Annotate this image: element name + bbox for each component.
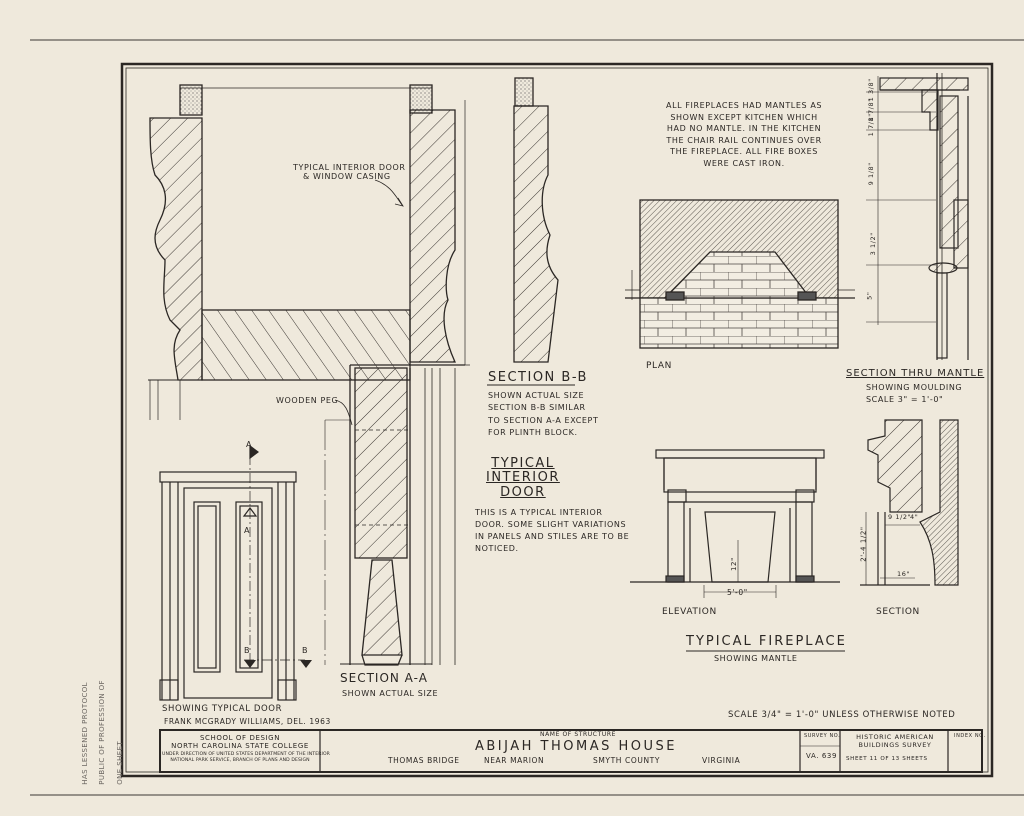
showing-moulding-label: SHOWING MOULDING	[866, 383, 963, 392]
fireplace-height-dim: 12"	[729, 557, 738, 571]
fireplace-note: ALL FIREPLACES HAD MANTLES AS SHOWN EXCE…	[666, 101, 823, 168]
typical-door-title: TYPICAL INTERIOR DOOR	[486, 456, 560, 500]
section-aa-title: SECTION A-A	[340, 671, 428, 685]
section-label: SECTION	[876, 607, 920, 617]
typical-door-elevation	[159, 444, 312, 701]
section-depth-dim: 9 1/2"	[888, 513, 912, 521]
fireplace-width-dim: 5'-0"	[727, 588, 748, 597]
sheet-border	[120, 62, 994, 778]
mantle-dim-base: 5"	[865, 291, 874, 300]
typical-door-note: THIS IS A TYPICAL INTERIOR DOOR. SOME SL…	[475, 508, 630, 553]
location-4: VIRGINIA	[702, 756, 741, 765]
typical-fireplace-title: TYPICAL FIREPLACE	[686, 634, 847, 649]
door-casing-section	[148, 84, 470, 420]
sheet-number: SHEET 11 OF 13 SHEETS	[846, 756, 928, 762]
scale-note: SCALE 3/4" = 1'-0" UNLESS OTHERWISE NOTE…	[728, 710, 956, 720]
sheet-outer-lines	[30, 39, 1024, 796]
survey-no-label: SURVEY NO.	[804, 733, 841, 739]
section-bb-title: SECTION B-B	[488, 370, 588, 385]
section-aa-profile	[324, 364, 465, 666]
location-1: THOMAS BRIDGE	[388, 756, 460, 765]
section-height-dim: 2'-4 1/2"	[859, 526, 868, 562]
direction-note: UNDER DIRECTION OF UNITED STATES DEPARTM…	[162, 752, 330, 763]
mantle-dim-low: 3 1/2"	[868, 232, 877, 256]
location-3: SMYTH COUNTY	[593, 756, 661, 765]
section-aa-note: SHOWN ACTUAL SIZE	[342, 689, 439, 698]
index-no-label: INDEX NO.	[954, 733, 986, 739]
marker-a-top: A	[246, 440, 253, 449]
title-block-frame	[159, 729, 983, 773]
fireplace-plan	[625, 199, 855, 349]
plan-label: PLAN	[646, 361, 672, 371]
vertical-margin-note: HAS LESSENED PROTOCOL PUBLIC OF PROFESSI…	[80, 680, 124, 785]
mantle-section	[866, 73, 969, 360]
mantle-dim-mid: 9 1/8"	[866, 162, 875, 186]
survey-no: VA. 639	[806, 752, 838, 760]
location-2: NEAR MARION	[484, 756, 545, 765]
showing-typical-door-label: SHOWING TYPICAL DOOR	[162, 704, 283, 714]
delineator-label: FRANK McGRADY WILLIAMS, DEL. 1963	[164, 717, 331, 726]
casing-label: TYPICAL INTERIOR DOOR& WINDOW CASING	[293, 163, 406, 182]
title-underlines	[340, 384, 845, 665]
marker-b-right: B	[302, 646, 309, 655]
mantle-dim-top-2: 1 7/8"	[866, 113, 875, 137]
section-bb-note: SHOWN ACTUAL SIZE SECTION B-B SIMILAR TO…	[488, 391, 599, 438]
section-base-dim: 16"	[897, 570, 911, 578]
moulding-scale-label: SCALE 3" = 1'-0"	[866, 395, 944, 404]
section-bb-profile	[513, 77, 559, 363]
elevation-label: ELEVATION	[662, 607, 717, 617]
structure-name: ABIJAH THOMAS HOUSE	[475, 739, 677, 754]
wooden-peg-label: WOODEN PEG	[276, 396, 339, 405]
marker-a-mid: A	[244, 526, 251, 535]
marker-b-left: B	[244, 646, 251, 655]
name-of-structure-label: NAME OF STRUCTURE	[540, 731, 616, 738]
fireplace-section	[860, 419, 959, 586]
fireplace-elevation	[630, 449, 840, 598]
showing-mantle-label: SHOWING MANTLE	[714, 654, 798, 663]
section-depth2-dim: 4"	[910, 513, 919, 521]
section-thru-mantle-title: SECTION THRU MANTLE	[846, 368, 985, 379]
